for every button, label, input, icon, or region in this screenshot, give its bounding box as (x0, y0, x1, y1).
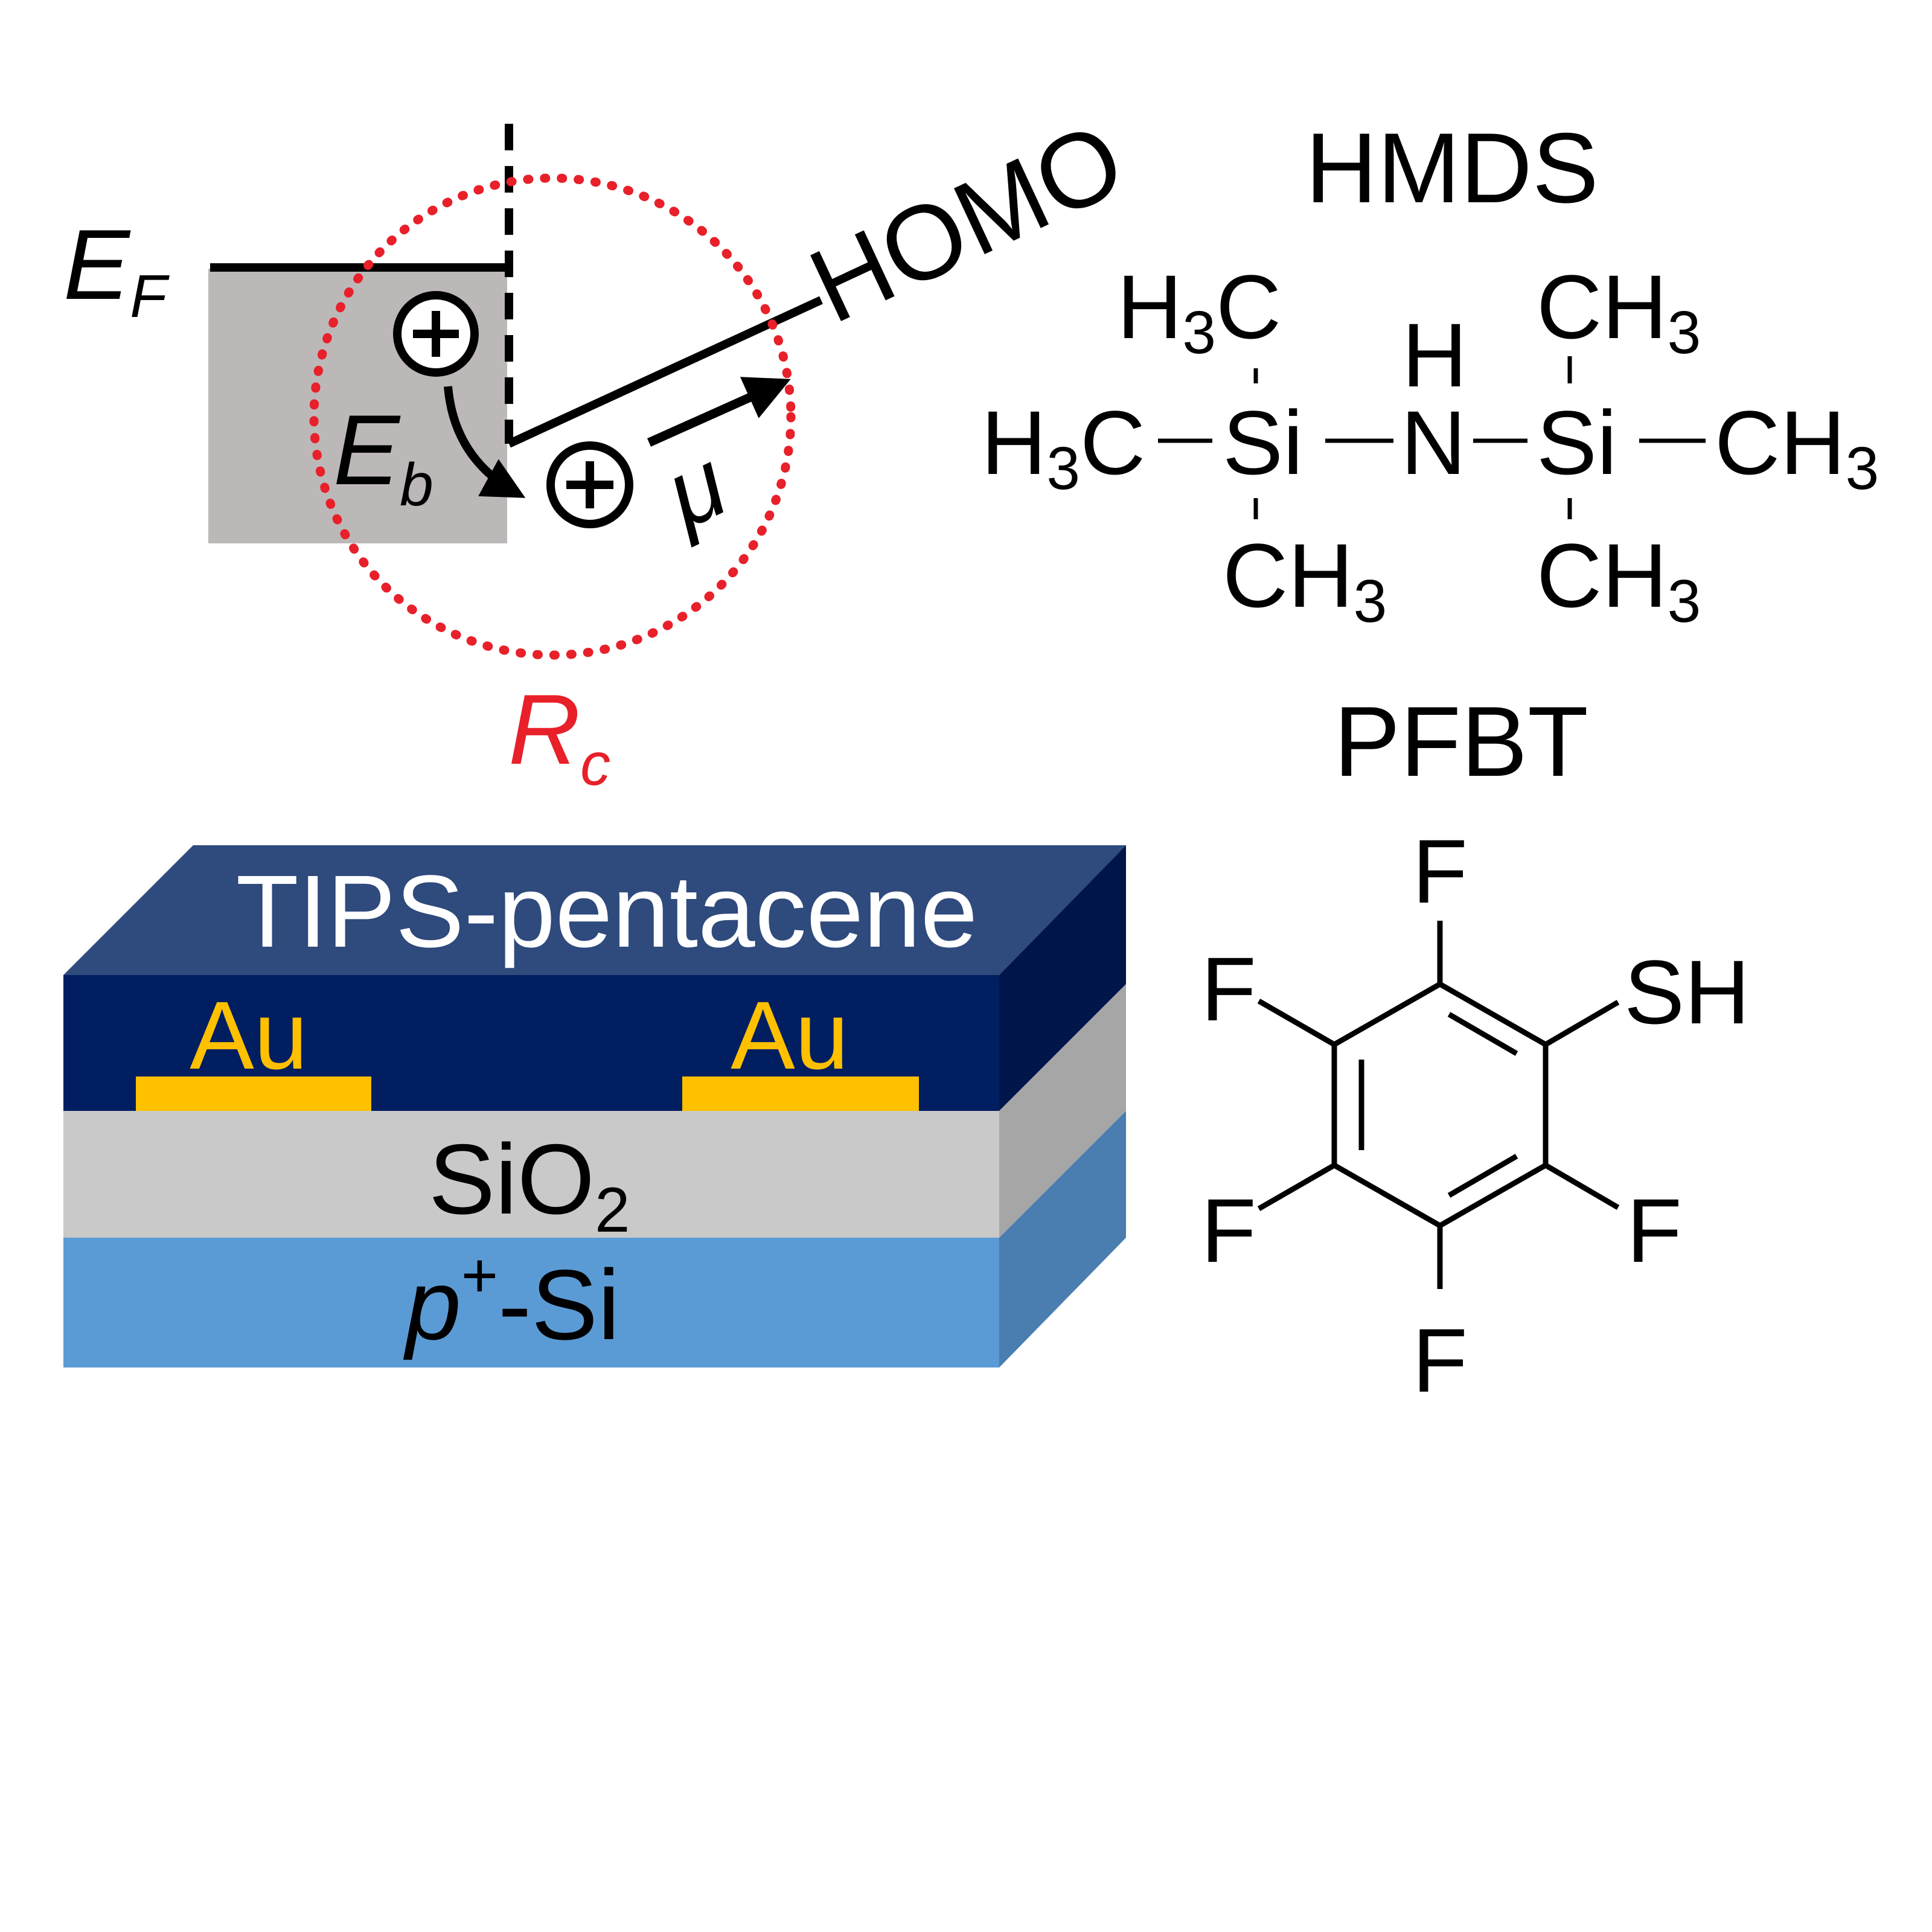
silicon-side-face (999, 1111, 1126, 1367)
semiconductor-side-face (999, 845, 1126, 1111)
hmds-ch3-top: CH3 (1537, 256, 1701, 366)
barrier-label: Eb (333, 394, 433, 519)
fermi-level-label: EF (63, 209, 170, 330)
substrate-label: p+-Si (403, 1240, 620, 1360)
hmds-ch3-bottom-left: CH3 (1223, 525, 1387, 635)
pfbt-f-lower-left: F (1201, 1180, 1256, 1281)
silicon-front-face (63, 1238, 999, 1367)
dielectric-label: SiO2 (429, 1124, 630, 1246)
mobility-arrow (647, 377, 791, 447)
injection-arrow (444, 386, 526, 498)
energy-diagram: EF Eb μ HOMO Rc (63, 100, 1140, 798)
hmds-h3c-left: H3C (981, 392, 1145, 502)
device-stack: TIPS-pentacene Au Au SiO2 p+-Si (63, 845, 1126, 1367)
pfbt-sh-group: SH (1624, 941, 1750, 1043)
hole-in-metal (393, 291, 479, 377)
hmds-title: HMDS (1305, 112, 1599, 223)
hmds-si-left: Si (1223, 392, 1303, 493)
electrode-right (682, 1076, 919, 1111)
homo-label: HOMO (793, 100, 1141, 346)
hmds-structure: HMDS H3C CH3 H H3C Si N Si CH3 CH3 CH3 (981, 112, 1879, 635)
electrode-left-label: Au (190, 981, 308, 1089)
contact-resistance-circle (309, 173, 796, 660)
contact-resistance-label: Rc (508, 674, 610, 798)
hmds-h-on-n: H (1402, 304, 1467, 406)
hmds-h3c-top: H3C (1117, 256, 1281, 366)
pfbt-f-bottom: F (1412, 1310, 1468, 1411)
hmds-bonds (1158, 356, 1706, 519)
semiconductor-top-face (63, 845, 1126, 975)
hmds-si-right: Si (1537, 392, 1617, 493)
electrode-left (136, 1076, 371, 1111)
pfbt-structure: PFBT F F F F F SH (1201, 686, 1750, 1411)
hmds-ch3-bottom-right: CH3 (1537, 525, 1701, 635)
pfbt-ring (1257, 921, 1620, 1289)
pfbt-f-lower-right: F (1627, 1180, 1682, 1281)
pfbt-title: PFBT (1334, 686, 1588, 797)
hmds-n-atom: N (1401, 392, 1466, 493)
hole-in-semiconductor (546, 441, 633, 528)
hmds-ch3-right: CH3 (1715, 392, 1879, 502)
pfbt-f-top: F (1412, 820, 1468, 922)
pfbt-f-upper-left: F (1201, 938, 1256, 1040)
electrode-right-label: Au (731, 981, 849, 1089)
oxide-side-face (999, 984, 1126, 1238)
mobility-label: μ (647, 428, 743, 549)
semiconductor-label: TIPS-pentacene (236, 854, 978, 969)
oxide-front-face (63, 1111, 999, 1238)
